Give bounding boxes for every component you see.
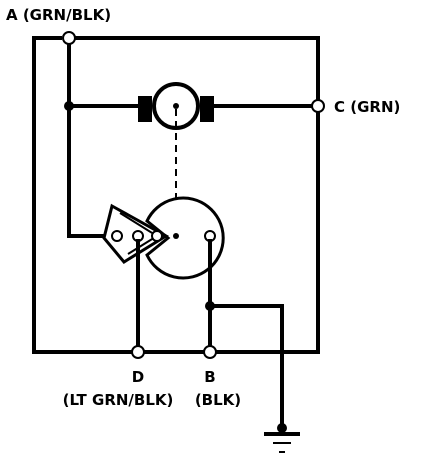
terminal-d-letter: D	[132, 368, 144, 386]
terminal-c-label: C (GRN)	[334, 98, 400, 116]
terminal-d	[131, 345, 145, 359]
terminal-a-label: A (GRN/BLK)	[6, 6, 111, 24]
housing-outline	[32, 36, 320, 354]
junction-dot-b	[205, 301, 215, 311]
terminal-b-letter: B	[204, 368, 215, 386]
cam-switch	[102, 196, 225, 280]
terminal-a	[62, 31, 76, 45]
terminal-b	[203, 345, 217, 359]
terminal-b-wire-label: (BLK)	[195, 391, 241, 409]
junction-dot-a	[64, 101, 74, 111]
terminal-c	[311, 99, 325, 113]
terminal-d-wire-label: (LT GRN/BLK)	[63, 391, 174, 409]
ground-icon	[264, 423, 300, 453]
